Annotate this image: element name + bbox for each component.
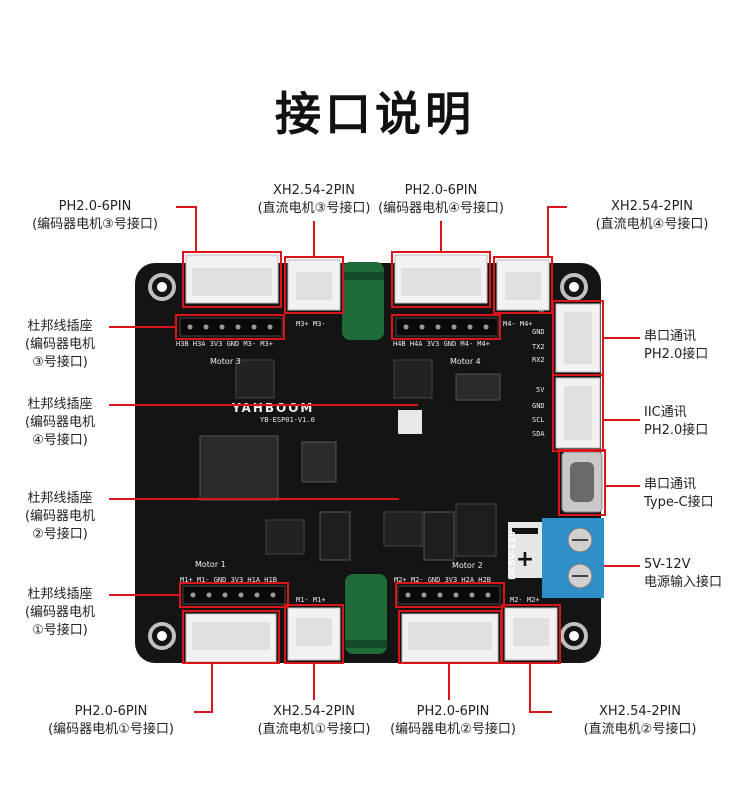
svg-text:RX2: RX2	[532, 356, 545, 364]
silk-dc-bot-left: M1- M1+	[296, 596, 326, 604]
motor-label-2: Motor 2	[452, 561, 483, 570]
pin-header-top-right	[395, 317, 499, 337]
mounting-hole-icon	[148, 273, 588, 650]
svg-text:5V: 5V	[536, 386, 545, 394]
silk-header-top-left: H3B H3A 3V3 GND M3- M3+	[176, 340, 273, 348]
connector-dc1-bottom	[287, 607, 341, 661]
connector-dc4-top	[496, 259, 550, 311]
mcu-chip	[199, 435, 279, 501]
silk-dc-top-right: M4- M4+	[503, 320, 533, 328]
plus-icon: +	[516, 547, 534, 572]
page-title: 接口说明	[275, 87, 475, 141]
label-top-dc4: XH2.54-2PIN(直流电机④号接口)	[595, 199, 709, 232]
driver-chip-1	[265, 519, 305, 555]
driver-chip-3	[235, 359, 275, 399]
svg-text:5V: 5V	[536, 307, 545, 315]
pin-header-bottom-right	[397, 585, 501, 605]
leader-lines	[109, 206, 640, 713]
led-white	[398, 410, 422, 434]
power-terminal-block	[542, 518, 604, 598]
connector-enc2-bottom	[401, 613, 499, 663]
svg-text:GND: GND	[532, 402, 545, 410]
capacitor-bottom	[345, 574, 387, 654]
connector-enc1-bottom	[185, 613, 277, 663]
silk-dc-top-left: M3+ M3-	[296, 320, 326, 328]
motor-label-4: Motor 4	[450, 357, 481, 366]
silk-header-top-right: H4B H4A 3V3 GND M4- M4+	[393, 340, 490, 348]
header-pins	[187, 324, 491, 598]
label-top-enc4: PH2.0-6PIN(编码器电机④号接口)	[378, 183, 504, 216]
connector-iic-right	[555, 377, 601, 449]
connector-enc3-top	[185, 254, 279, 304]
svg-text:SDA: SDA	[532, 430, 545, 438]
connector-typec-right	[561, 451, 603, 513]
mosfet-block	[319, 511, 351, 561]
motor-label-1: Motor 1	[195, 560, 226, 569]
label-bot-enc2: PH2.0-6PIN(编码器电机②号接口)	[390, 704, 516, 737]
driver-chip-4	[393, 359, 433, 399]
label-bot-enc1: PH2.0-6PIN(编码器电机①号接口)	[48, 704, 174, 737]
brand-logo: YAHBOOM	[231, 401, 314, 415]
svg-text:TX2: TX2	[532, 343, 545, 351]
svg-text:SCL: SCL	[532, 416, 545, 424]
svg-text:GND: GND	[532, 328, 545, 336]
label-top-enc3: PH2.0-6PIN(编码器电机③号接口)	[32, 199, 158, 232]
mosfet-block-2	[423, 511, 455, 561]
connector-uart-right	[555, 303, 601, 373]
minus-icon	[512, 528, 538, 534]
driver-chip-2	[383, 511, 423, 547]
silk-dc-bot-right: M2- M2+	[510, 596, 540, 604]
pin-header-bottom-left	[182, 585, 286, 605]
connector-enc4-top	[394, 254, 488, 304]
label-top-dc3: XH2.54-2PIN(直流电机③号接口)	[257, 183, 371, 216]
label-bot-dc1: XH2.54-2PIN(直流电机①号接口)	[257, 704, 371, 737]
connector-dc2-bottom	[504, 607, 558, 661]
iic-pin-labels: 5V GND SCL SDA	[532, 386, 545, 438]
pin-header-top-left	[179, 317, 283, 337]
diode-block	[455, 503, 497, 557]
silk-header-bot-right: M2+ M2- GND 3V3 H2A H2B	[394, 576, 491, 584]
label-bot-dc2: XH2.54-2PIN(直流电机②号接口)	[583, 704, 697, 737]
capacitor-top	[342, 262, 384, 340]
power-silk-label: DC5V-12V	[508, 530, 518, 580]
connector-dc3-top	[287, 259, 341, 311]
board-model: YB-ESP01-V1.0	[260, 416, 315, 424]
motor-label-3: Motor 3	[210, 357, 241, 366]
uart-pin-labels: 5V GND TX2 RX2	[532, 307, 545, 364]
silk-header-bot-left: M1+ M1- GND 3V3 H1A H1B	[180, 576, 277, 584]
regulator-chip	[455, 373, 501, 401]
inductor	[301, 441, 337, 483]
